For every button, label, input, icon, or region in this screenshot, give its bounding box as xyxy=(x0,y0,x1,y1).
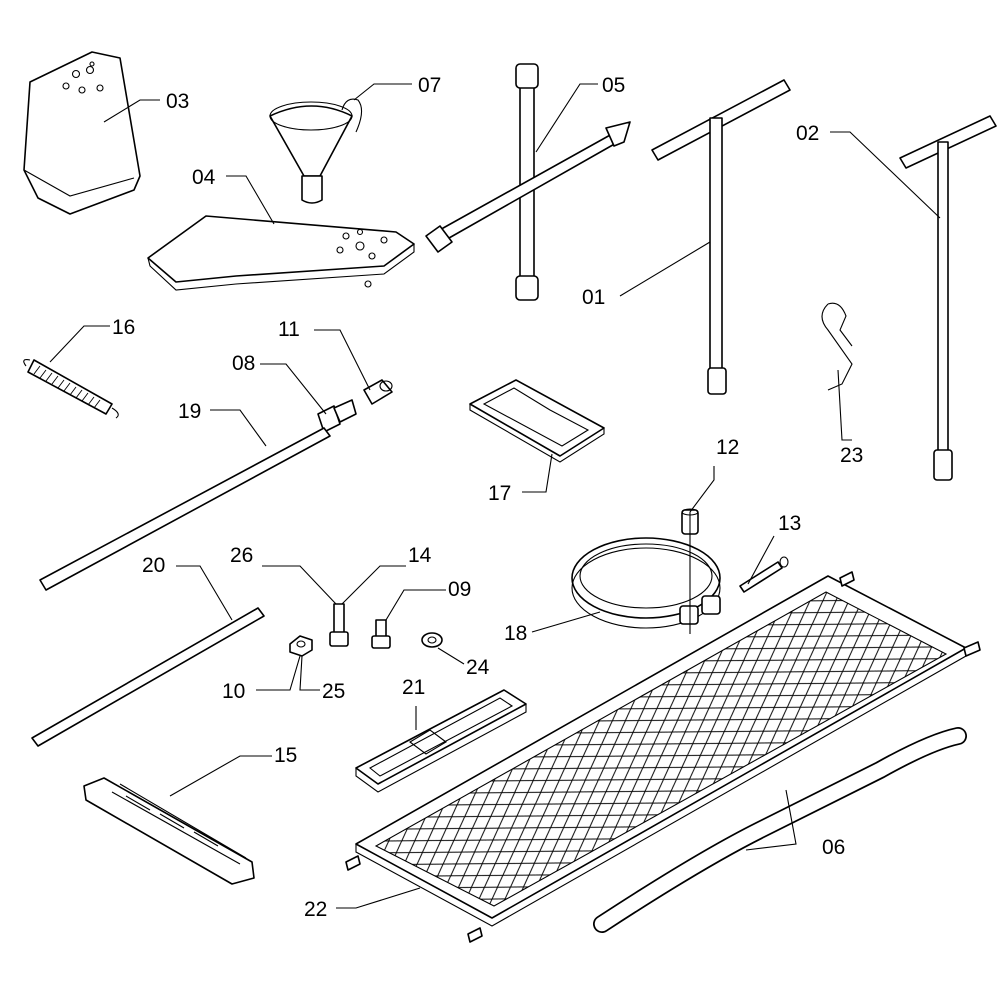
part-08-fitting xyxy=(317,399,357,433)
part-labels: 01 02 03 04 05 06 07 08 09 10 11 12 13 1… xyxy=(112,74,863,921)
part-07-funnel xyxy=(269,98,363,204)
part-06-hose xyxy=(593,727,967,933)
label-06: 06 xyxy=(822,836,845,859)
label-19: 19 xyxy=(178,400,201,423)
label-13: 13 xyxy=(778,512,801,535)
label-11: 11 xyxy=(278,318,300,341)
part-23-r-clip xyxy=(821,302,853,391)
label-04: 04 xyxy=(192,166,216,189)
label-23: 23 xyxy=(840,444,863,467)
label-05: 05 xyxy=(602,74,625,97)
part-24-washer xyxy=(421,632,443,648)
label-07: 07 xyxy=(418,74,441,97)
part-19-rod xyxy=(39,427,331,591)
label-08: 08 xyxy=(232,352,255,375)
label-02: 02 xyxy=(796,122,819,145)
label-14: 14 xyxy=(408,544,432,567)
part-11-cap xyxy=(363,379,393,405)
label-01: 01 xyxy=(582,286,605,309)
part-18-clamp-band xyxy=(571,537,721,629)
label-15: 15 xyxy=(274,744,297,767)
part-17-pad xyxy=(469,379,605,463)
label-12: 12 xyxy=(716,436,739,459)
label-21: 21 xyxy=(402,676,425,699)
part-22-mesh-grid xyxy=(345,571,981,943)
part-26-bolt xyxy=(329,603,349,647)
part-25-nut xyxy=(289,635,313,657)
part-16-spring xyxy=(23,359,119,419)
label-03: 03 xyxy=(166,90,189,113)
part-21-pad xyxy=(355,689,527,793)
part-03-plate xyxy=(23,51,141,215)
label-20: 20 xyxy=(142,554,165,577)
leader-lines xyxy=(49,83,941,909)
label-25: 25 xyxy=(322,680,345,703)
part-04-base-plate xyxy=(147,215,415,291)
part-01-t-handle xyxy=(651,79,791,395)
part-15-step-bracket xyxy=(83,777,255,885)
part-20-rod xyxy=(31,607,265,747)
label-17: 17 xyxy=(488,482,511,505)
part-13-bolt xyxy=(739,556,789,593)
part-05-cross-wrench xyxy=(425,63,631,301)
part-09-bolt xyxy=(371,619,391,649)
label-22: 22 xyxy=(304,898,327,921)
label-18: 18 xyxy=(504,622,527,645)
label-16: 16 xyxy=(112,316,135,339)
label-09: 09 xyxy=(448,578,471,601)
label-26: 26 xyxy=(230,544,253,567)
label-10: 10 xyxy=(222,680,245,703)
label-24: 24 xyxy=(466,656,490,679)
part-02-t-handle xyxy=(899,115,997,481)
